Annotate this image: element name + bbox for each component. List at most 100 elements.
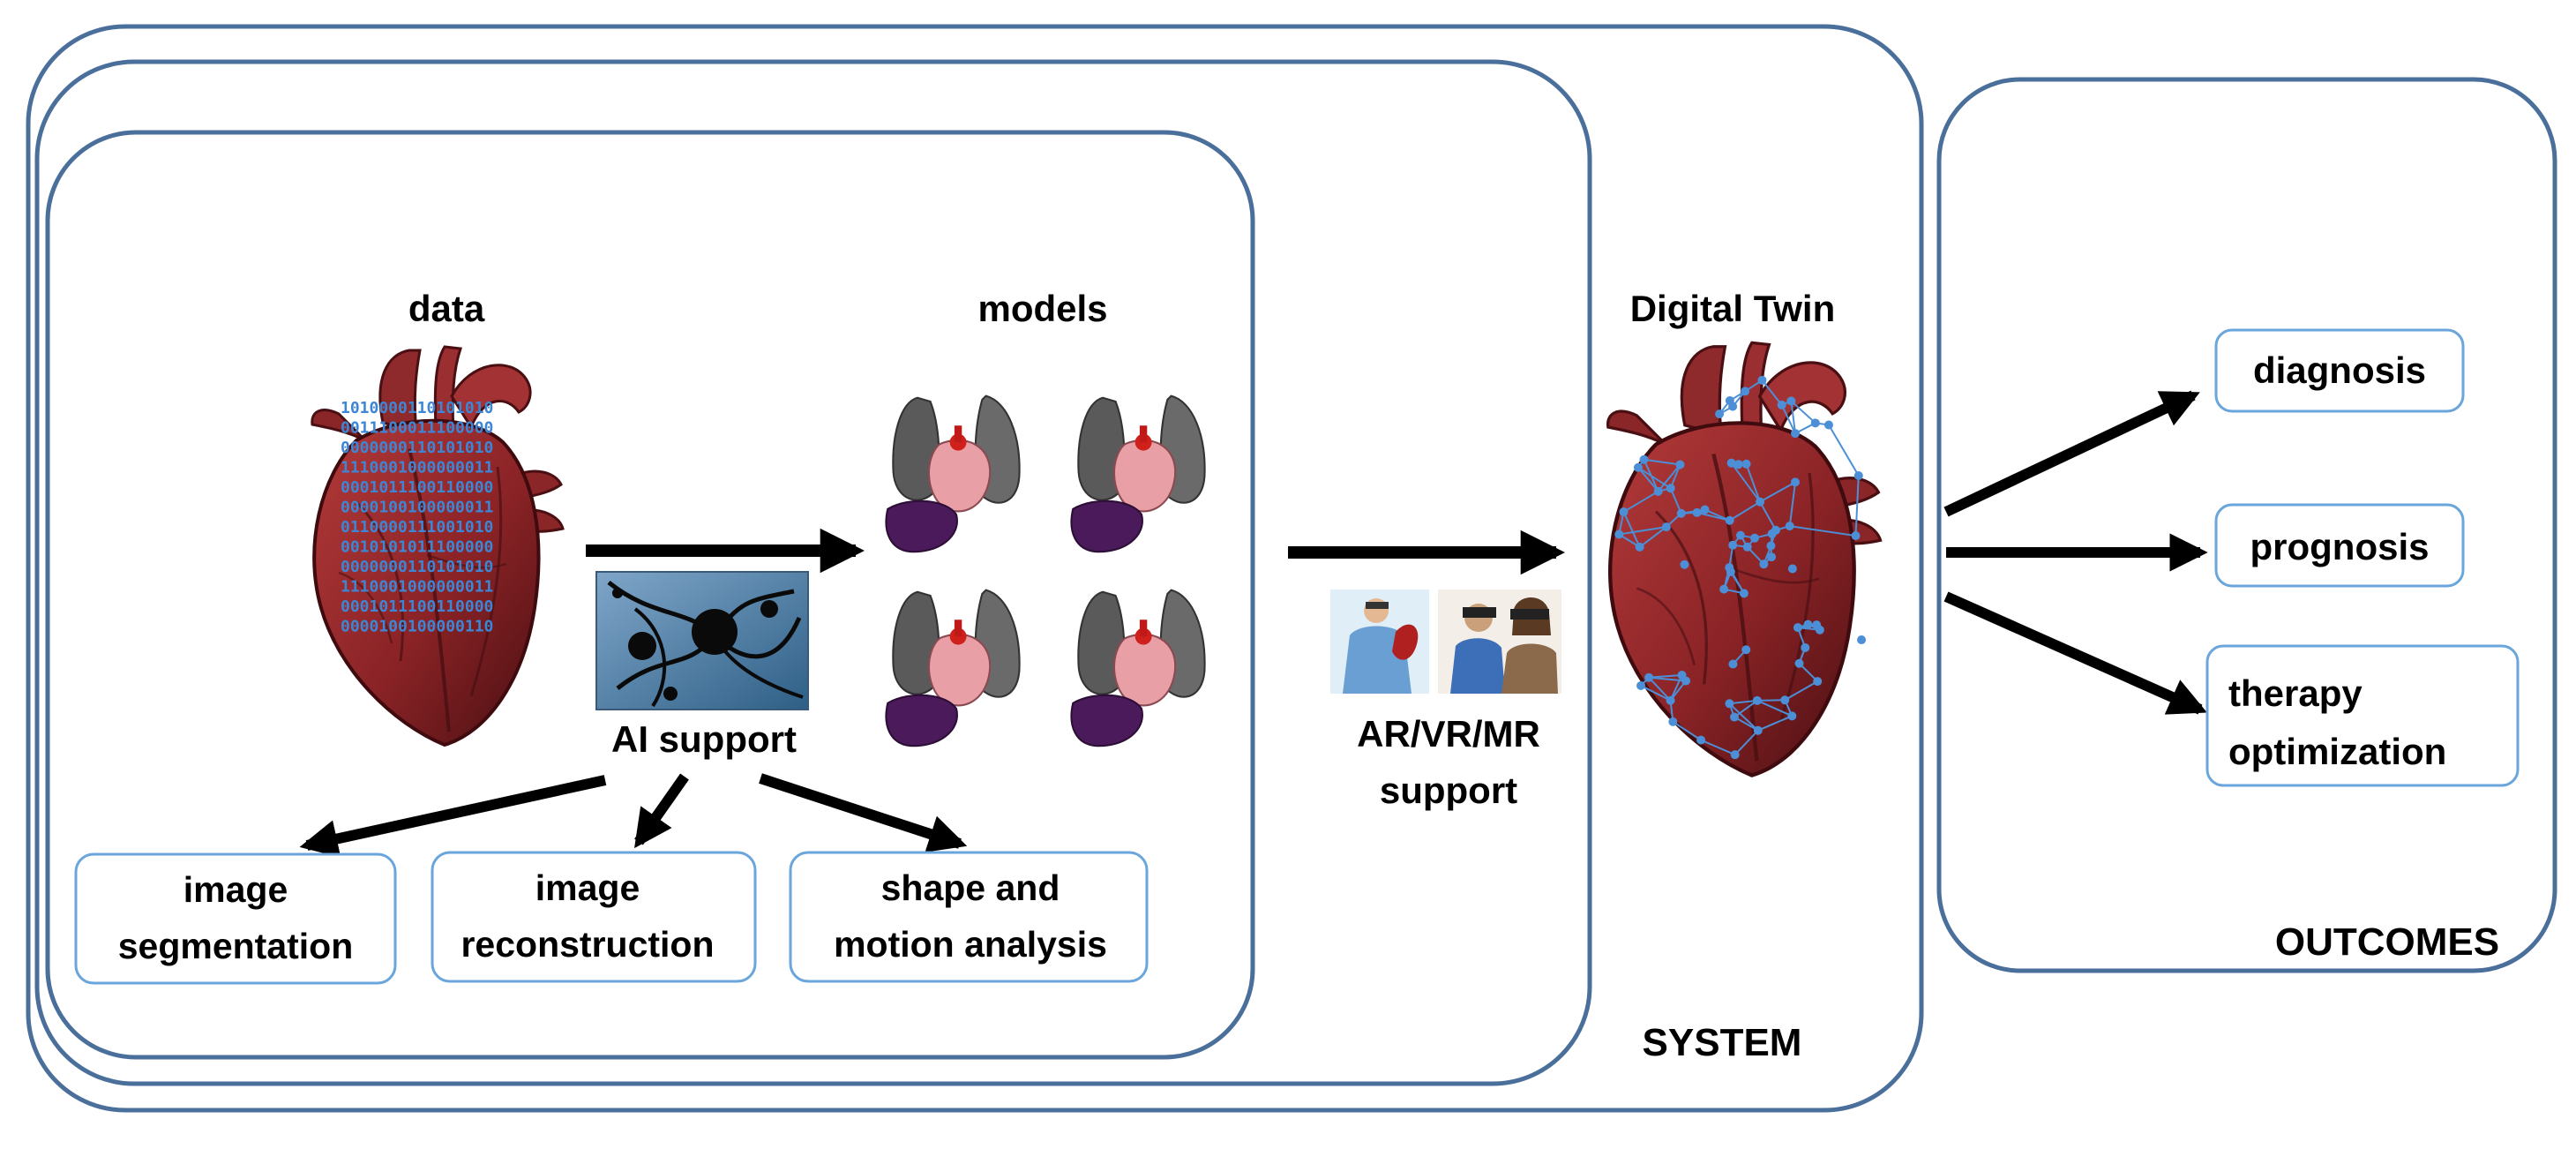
mesh-node [1735, 530, 1745, 540]
mesh-node [1696, 735, 1706, 745]
mesh-node [1666, 484, 1675, 493]
outcome-box-therapy: therapy optimization [2205, 644, 2520, 787]
mesh-node [1680, 559, 1689, 569]
mesh-node [1730, 750, 1740, 760]
outcome-line1: therapy [2228, 672, 2363, 714]
mesh-edge [1756, 699, 1793, 717]
binary-line: 0001011100110000 [341, 597, 493, 616]
mesh-edge [1759, 501, 1777, 531]
mesh-edge [1640, 685, 1671, 702]
outcomes-frame [1936, 77, 2557, 973]
mesh-node [1635, 542, 1644, 552]
arrow-ai-to-segmentation [299, 775, 607, 858]
mesh-node [1725, 563, 1734, 573]
binary-line: 1010000110101010 [341, 399, 493, 417]
mesh-edge [1669, 674, 1683, 702]
mesh-node [1750, 533, 1760, 543]
mesh-node [1787, 711, 1797, 721]
outcome-box-prognosis: prognosis [2214, 503, 2465, 588]
mesh-edge [1761, 379, 1783, 406]
mesh-node [1777, 400, 1786, 409]
outcome-line2: optimization [2228, 731, 2446, 772]
mesh-node [1791, 429, 1801, 439]
mesh-edge [1619, 526, 1667, 536]
mesh-node [1639, 454, 1649, 464]
heart-lung-model-icon [885, 394, 1206, 747]
mesh-node [1785, 522, 1794, 531]
binary-data-overlay: 1010000110101010 0011100011100000 00000001… [341, 399, 493, 636]
mesh-node [1725, 395, 1734, 405]
mesh-node [1739, 589, 1749, 598]
mesh-edge [1734, 716, 1759, 732]
mesh-node [1633, 462, 1643, 472]
mesh-node [1726, 458, 1736, 468]
mesh-node [1666, 695, 1675, 705]
binary-line: 0010101011100000 [341, 538, 493, 557]
mesh-node [1857, 635, 1867, 645]
binary-line: 0000100100000011 [341, 499, 493, 517]
binary-line: 0000100100000110 [341, 618, 493, 636]
arrow-ai-to-shape-motion [759, 773, 968, 852]
system-middle-frame [34, 59, 1592, 1086]
mesh-node [1810, 418, 1820, 428]
mesh-node [1725, 699, 1734, 709]
mesh-node [1653, 486, 1663, 496]
heart-mesh-icon [1608, 342, 1881, 775]
mesh-node [1753, 725, 1763, 735]
mesh-node [1734, 460, 1743, 469]
task-line2: reconstruction [461, 924, 714, 965]
mesh-node [1719, 584, 1729, 594]
mesh-node [1741, 459, 1751, 469]
mesh-edge [1622, 490, 1659, 513]
arrow-to-diagnosis [1943, 390, 2200, 517]
arrow-to-therapy [1943, 591, 2207, 715]
mesh-edge [1696, 511, 1730, 522]
task-line2: motion analysis [834, 924, 1107, 965]
task-line1: image [183, 869, 288, 910]
mesh-node [1756, 497, 1765, 507]
mesh-edge [1643, 459, 1659, 492]
task-box-shape-motion: shape and motion analysis [789, 851, 1149, 983]
mesh-edge [1637, 467, 1659, 492]
mesh-node [1636, 680, 1646, 690]
mesh-node [1813, 677, 1823, 687]
binary-line: 1110001000000011 [341, 459, 493, 477]
mesh-node [1614, 529, 1624, 539]
binary-line: 0110000111001010 [341, 518, 493, 537]
mesh-edge [1757, 715, 1793, 732]
mesh-node [1766, 541, 1776, 551]
mesh-edge [1788, 482, 1796, 527]
mesh-node [1786, 396, 1796, 406]
mesh-edge [1649, 673, 1682, 679]
mesh-edge [1734, 730, 1759, 755]
mesh-node [1793, 623, 1802, 633]
mesh-node [1730, 712, 1740, 722]
mixed-reality-users-icon [1330, 590, 1561, 694]
outcome-box-diagnosis: diagnosis [2214, 328, 2465, 413]
digital-twin-label: Digital Twin [1630, 288, 1836, 329]
task-box-segmentation: image segmentation [74, 852, 397, 985]
arrow-ai-to-reconstruction [634, 773, 689, 849]
binary-line: 0000000110101010 [341, 558, 493, 576]
arvr-label-line2: support [1380, 770, 1517, 811]
mesh-node [1675, 460, 1685, 469]
mesh-node [1644, 672, 1654, 682]
mesh-edge [1728, 702, 1759, 732]
mesh-edge [1854, 475, 1860, 537]
mesh-node [1728, 659, 1738, 669]
mesh-node [1757, 375, 1767, 385]
mesh-node [1851, 531, 1861, 541]
binary-line: 0011100011100000 [341, 419, 493, 438]
mesh-edge [1759, 481, 1796, 503]
outcome-line1: diagnosis [2253, 349, 2426, 391]
mesh-edge [1622, 511, 1641, 548]
mesh-node [1728, 540, 1738, 550]
mesh-edge [1669, 487, 1682, 514]
mesh-edge [1644, 458, 1681, 466]
mesh-node [1787, 564, 1797, 574]
neural-network-icon [595, 571, 809, 710]
mesh-node [1803, 620, 1813, 629]
models-label: models [977, 288, 1107, 329]
mesh-node [1677, 670, 1687, 680]
arvr-label-line1: AR/VR/MR [1357, 713, 1540, 755]
